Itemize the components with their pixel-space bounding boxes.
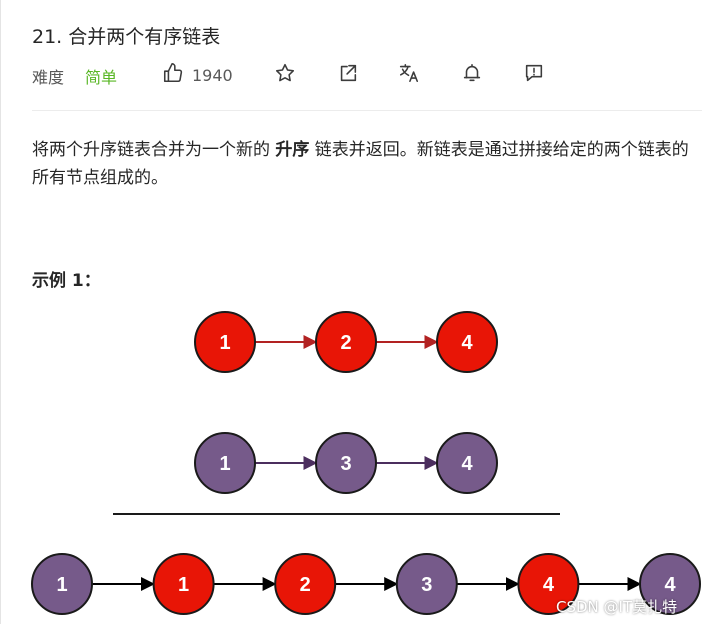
share-icon (337, 62, 359, 88)
list1-node-label-0: 1 (219, 332, 230, 354)
merged-node-3 (395, 553, 458, 615)
list2-node-2 (436, 432, 498, 494)
list1-node-1 (315, 311, 377, 373)
problem-description: 将两个升序链表合并为一个新的 升序 链表并返回。新链表是通过拼接给定的两个链表的… (32, 136, 702, 192)
notification-button[interactable] (459, 62, 485, 88)
list1-node-label-1: 2 (340, 332, 351, 354)
description-text-2: 链表并返回。新链表是通过拼接给定的两个链表的所有节点组成的。 (32, 140, 689, 188)
left-border (0, 0, 1, 624)
translate-icon (398, 62, 420, 88)
merged-node-label-5: 4 (664, 574, 676, 596)
favorite-button[interactable] (272, 62, 298, 88)
watermark: CSDN @IT莫扎特 (556, 598, 678, 616)
list2-node-label-0: 1 (219, 453, 230, 475)
description-text-1: 将两个升序链表合并为一个新的 (32, 140, 276, 160)
merged-node-0 (31, 553, 93, 615)
description-bold-term: 升序 (275, 140, 310, 160)
merged-node-label-1: 1 (178, 574, 189, 596)
list2-node-0 (194, 432, 256, 494)
merged-node-label-0: 1 (56, 574, 67, 596)
problem-title: 21. 合并两个有序链表 (32, 26, 221, 48)
merged-node-4 (517, 553, 580, 615)
header-divider (32, 110, 702, 111)
merged-node-label-2: 2 (300, 574, 311, 596)
difficulty-label: 难度 (32, 68, 65, 87)
like-button[interactable]: 1940 (162, 62, 233, 88)
problem-meta-bar: 难度 简单 1940 (32, 62, 712, 88)
merged-node-1 (152, 553, 215, 615)
linked-list-diagram: 1 2 4 1 3 4 1 1 2 3 4 4 (31, 311, 701, 615)
share-button[interactable] (335, 62, 361, 88)
like-count: 1940 (192, 65, 233, 85)
list2-node-1 (315, 432, 377, 494)
bell-icon (461, 62, 483, 88)
difficulty-value: 简单 (85, 68, 118, 87)
list2-node-label-2: 4 (461, 453, 473, 475)
thumbs-up-icon (162, 62, 184, 88)
list1-node-2 (436, 311, 498, 373)
merged-node-5 (639, 553, 701, 615)
feedback-button[interactable] (521, 62, 547, 88)
list1-node-label-2: 4 (461, 332, 473, 354)
merged-node-label-4: 4 (543, 574, 555, 596)
example-title: 示例 1： (32, 271, 101, 291)
list1-node-0 (194, 311, 256, 373)
merged-node-2 (274, 553, 337, 615)
translate-button[interactable] (396, 62, 422, 88)
list2-node-label-1: 3 (340, 453, 351, 475)
star-icon (274, 62, 296, 88)
feedback-icon (523, 62, 545, 88)
merged-node-label-3: 3 (421, 574, 432, 596)
